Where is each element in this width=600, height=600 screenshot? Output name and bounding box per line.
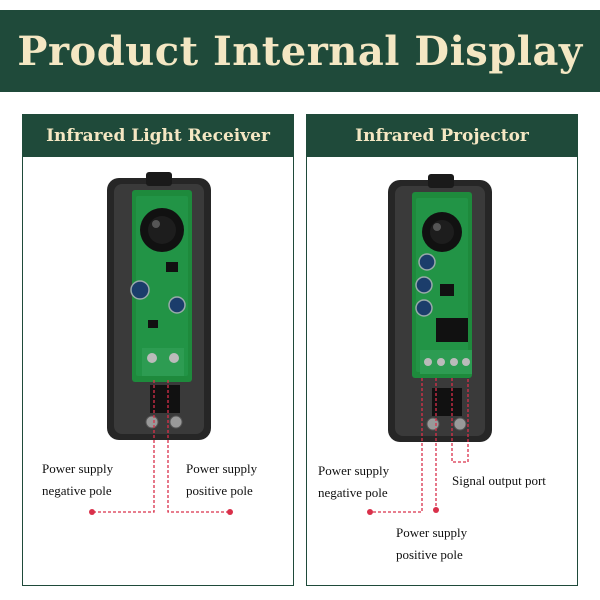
receiver-negative-dot	[89, 509, 95, 515]
receiver-panel: Infrared Light Receiver	[22, 114, 294, 586]
receiver-positive-dot	[227, 509, 233, 515]
receiver-leader-lines	[92, 380, 230, 513]
title-banner: Product Internal Display	[0, 10, 600, 92]
projector-panel-title: Infrared Projector	[355, 126, 529, 146]
projector-device-photo	[388, 174, 492, 442]
projector-signal-label: Signal output port	[452, 473, 546, 488]
receiver-device-photo	[107, 172, 211, 440]
projector-leader-lines	[370, 378, 469, 513]
receiver-panel-header: Infrared Light Receiver	[23, 115, 293, 157]
projector-panel-header: Infrared Projector	[307, 115, 577, 157]
receiver-positive-label: Power supply positive pole	[186, 461, 258, 498]
page-title: Product Internal Display	[17, 27, 583, 75]
projector-negative-dot	[367, 509, 373, 515]
projector-positive-dot	[433, 507, 439, 513]
projector-positive-label: Power supply positive pole	[396, 525, 468, 562]
receiver-panel-title: Infrared Light Receiver	[46, 126, 270, 146]
projector-negative-label: Power supply negative pole	[318, 463, 390, 500]
receiver-negative-label: Power supply negative pole	[42, 461, 114, 498]
